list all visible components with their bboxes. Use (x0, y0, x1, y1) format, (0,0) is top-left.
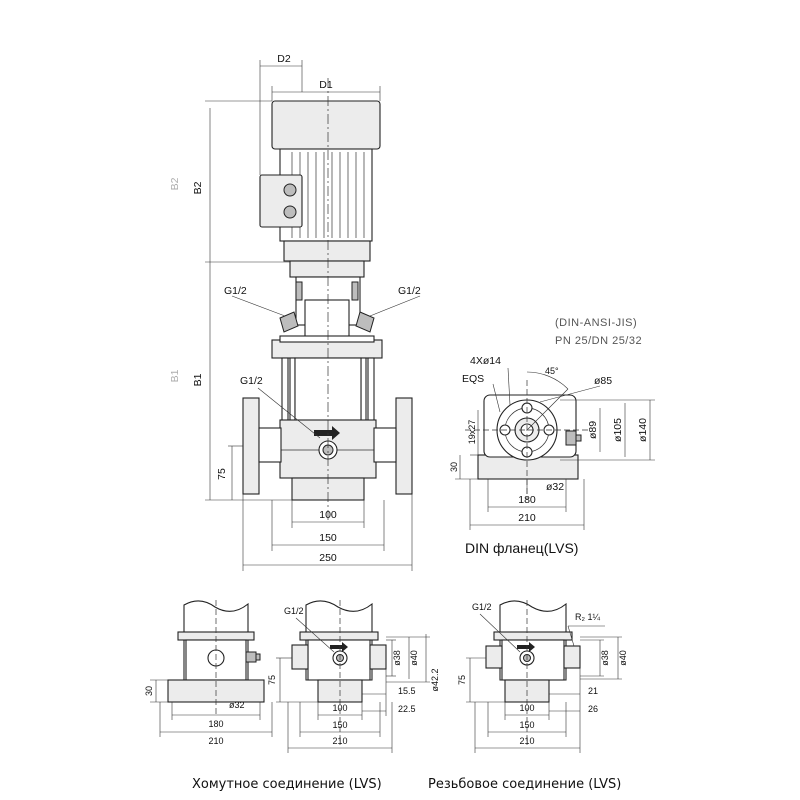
dim-75: 75 (216, 468, 228, 480)
clamp-side-flange (299, 631, 379, 641)
coupling-bolt-left (295, 281, 303, 301)
top-chamber (271, 339, 383, 359)
flow-arrow (314, 426, 340, 440)
coupling-bolt-right (351, 281, 359, 301)
clamp-d210: 210 (208, 736, 223, 746)
clamp-d180: 180 (208, 719, 223, 729)
cable-gland-lower (283, 205, 297, 219)
main-dimension-lines (205, 60, 421, 571)
clamp-d30: 30 (144, 686, 154, 696)
flange-d30: 30 (449, 462, 459, 472)
thread-left-port (485, 645, 503, 669)
dim-b1: B1 (192, 373, 204, 386)
clamp-caption: Хомутное соединение (LVS) (192, 777, 382, 792)
clamp-side-d38: ø38 (392, 650, 402, 666)
thread-d38: ø38 (600, 650, 610, 666)
dim-250: 250 (319, 552, 337, 564)
motor-flange (283, 240, 371, 262)
dim-150: 150 (319, 532, 337, 544)
thread-caption: Резьбовое соединение (LVS) (428, 777, 621, 792)
motor-stool (289, 260, 365, 278)
outlet-pipe (373, 427, 397, 463)
terminal-box (259, 174, 303, 228)
dim-100: 100 (319, 509, 337, 521)
clamp-d32: ø32 (229, 700, 245, 710)
clamp-side-d100: 100 (332, 703, 347, 713)
clamp-side-d42: ø42.2 (430, 668, 440, 691)
label-g-left: G1/2 (224, 285, 247, 297)
motor-fan-cover (271, 100, 381, 150)
clamp-side-d15: 15.5 (398, 686, 416, 696)
flange-d210: 210 (518, 512, 536, 524)
thread-g: G1/2 (472, 602, 492, 612)
dim-b2-ghost: B2 (169, 177, 181, 190)
thread-side-view: G1/2 R₂ 1¼ 75 ø38 ø40 21 26 100 150 210 … (428, 600, 628, 792)
dim-b2: B2 (192, 181, 204, 194)
outlet-flange (395, 397, 413, 495)
din-flange-view: (DIN-ANSI-JIS) PN 25/DN 25/32 (449, 317, 655, 556)
clamp-side-d210: 210 (332, 736, 347, 746)
clamp-side-d75: 75 (267, 675, 277, 685)
main-pump-elevation: D2 D1 B2 B2 B1 B1 G1/2 G1/2 G1/2 75 100 … (169, 53, 421, 571)
flange-d140: ø140 (637, 418, 649, 442)
clamp-side-d150: 150 (332, 720, 347, 730)
clamp-side-view: G1/2 75 ø38 ø40 ø42.2 15.5 22.5 100 150 … (267, 600, 440, 753)
coupling (304, 299, 350, 341)
side-nut (565, 430, 577, 446)
thread-d40: ø40 (618, 650, 628, 666)
top-chamber-rim (279, 335, 375, 343)
flange-eqs: EQS (462, 373, 484, 385)
flange-pressure: PN 25/DN 25/32 (555, 335, 642, 347)
inlet-flange (242, 397, 260, 495)
inlet-pipe (258, 427, 282, 463)
label-g-center: G1/2 (240, 375, 263, 387)
thread-d150: 150 (519, 720, 534, 730)
dim-b1-ghost: B1 (169, 369, 181, 382)
clamp-right-ferrule (369, 644, 387, 670)
thread-d75: 75 (457, 675, 467, 685)
dim-d1: D1 (319, 79, 333, 91)
clamp-side-d40: ø40 (409, 650, 419, 666)
dim-d2: D2 (277, 53, 291, 65)
flange-d85: ø85 (594, 375, 612, 387)
cable-gland-upper (283, 183, 297, 197)
flange-d105: ø105 (612, 418, 624, 442)
flange-d89: ø89 (587, 421, 599, 439)
side-stud (575, 434, 582, 442)
flange-d180: 180 (518, 494, 536, 506)
vent-plug-left (279, 311, 299, 333)
thread-d100: 100 (519, 703, 534, 713)
flange-standard: (DIN-ANSI-JIS) (555, 317, 637, 329)
clamp-left-ferrule (291, 644, 309, 670)
label-g-right: G1/2 (398, 285, 421, 297)
thread-d210: 210 (519, 736, 534, 746)
vent-plug-right (355, 311, 375, 333)
flange-holes: 4Xø14 (470, 355, 501, 367)
thread-d26: 26 (588, 704, 598, 714)
flange-d32: ø32 (546, 481, 564, 493)
thread-right-port (563, 645, 581, 669)
thread-d21: 21 (588, 686, 598, 696)
flange-caption: DIN фланец(LVS) (465, 540, 578, 556)
flange-dimension-lines (455, 367, 655, 530)
clamp-side-g: G1/2 (284, 606, 304, 616)
clamp-front-view: 30 ø32 180 210 Хомутное соединение (LVS) (144, 600, 382, 792)
clamp-side-d22: 22.5 (398, 704, 416, 714)
flange-19x27: 19x27 (467, 420, 477, 445)
flange-angle: 45° (545, 366, 559, 376)
thread-r2: R₂ 1¼ (575, 612, 600, 622)
